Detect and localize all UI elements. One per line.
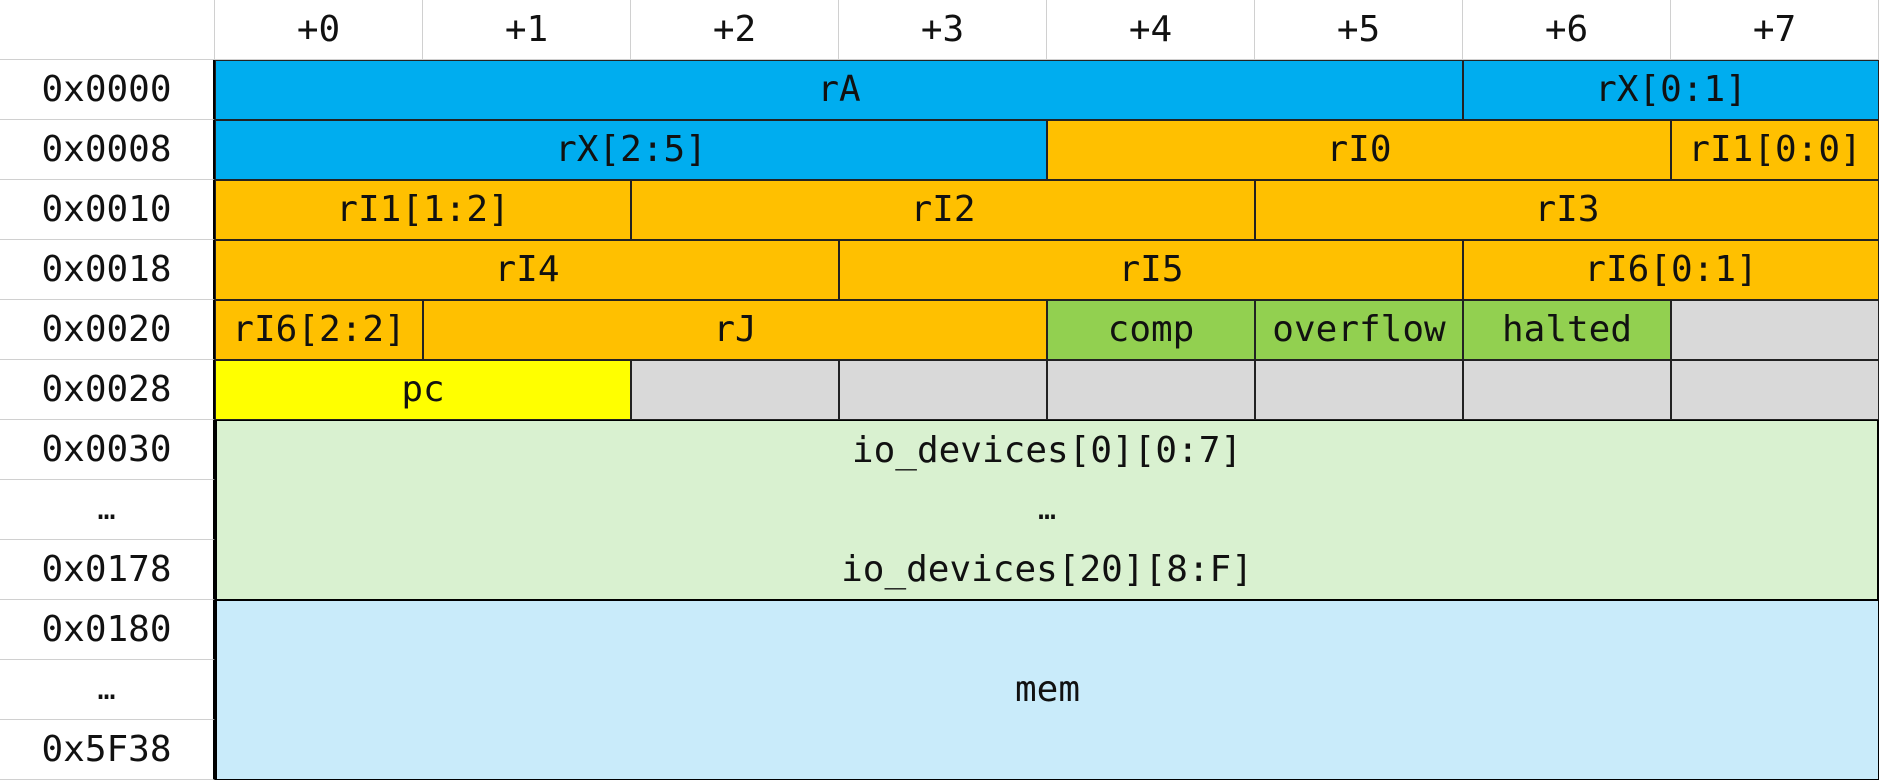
row-address: 0x0028: [0, 360, 215, 420]
column-header: +6: [1463, 0, 1671, 60]
io-devices-row: io_devices[20][8:F]: [215, 540, 1879, 600]
register-field: rI5: [839, 240, 1463, 300]
row-address: …: [0, 480, 215, 540]
register-field: rI6[2:2]: [215, 300, 423, 360]
row-address: 0x0000: [0, 60, 215, 120]
column-header: +7: [1671, 0, 1879, 60]
io-devices-row: …: [215, 480, 1879, 540]
register-field: rX[0:1]: [1463, 60, 1879, 120]
row-address: …: [0, 660, 215, 720]
column-header: +1: [423, 0, 631, 60]
column-header: +0: [215, 0, 423, 60]
unused-cell: [1463, 360, 1671, 420]
corner-cell: [0, 0, 215, 60]
unused-cell: [1255, 360, 1463, 420]
unused-cell: [1047, 360, 1255, 420]
register-field: halted: [1463, 300, 1671, 360]
unused-cell: [1671, 300, 1879, 360]
row-address: 0x5F38: [0, 720, 215, 780]
register-field: rI0: [1047, 120, 1671, 180]
register-field: comp: [1047, 300, 1255, 360]
register-field: rA: [215, 60, 1463, 120]
register-field: rJ: [423, 300, 1047, 360]
register-field: rI4: [215, 240, 839, 300]
column-header: +3: [839, 0, 1047, 60]
row-address: 0x0020: [0, 300, 215, 360]
row-address: 0x0178: [0, 540, 215, 600]
register-field: rI1[1:2]: [215, 180, 631, 240]
row-address: 0x0008: [0, 120, 215, 180]
mem-block: mem: [215, 600, 1879, 780]
row-address: 0x0010: [0, 180, 215, 240]
io-devices-row: io_devices[0][0:7]: [215, 420, 1879, 480]
column-header: +4: [1047, 0, 1255, 60]
unused-cell: [839, 360, 1047, 420]
column-header: +5: [1255, 0, 1463, 60]
register-field: rX[2:5]: [215, 120, 1047, 180]
register-field: rI2: [631, 180, 1255, 240]
unused-cell: [631, 360, 839, 420]
column-header: +2: [631, 0, 839, 60]
unused-cell: [1671, 360, 1879, 420]
register-field: pc: [215, 360, 631, 420]
row-address: 0x0030: [0, 420, 215, 480]
row-address: 0x0180: [0, 600, 215, 660]
register-field: overflow: [1255, 300, 1463, 360]
register-field: rI3: [1255, 180, 1879, 240]
register-field: rI6[0:1]: [1463, 240, 1879, 300]
row-address: 0x0018: [0, 240, 215, 300]
register-field: rI1[0:0]: [1671, 120, 1879, 180]
